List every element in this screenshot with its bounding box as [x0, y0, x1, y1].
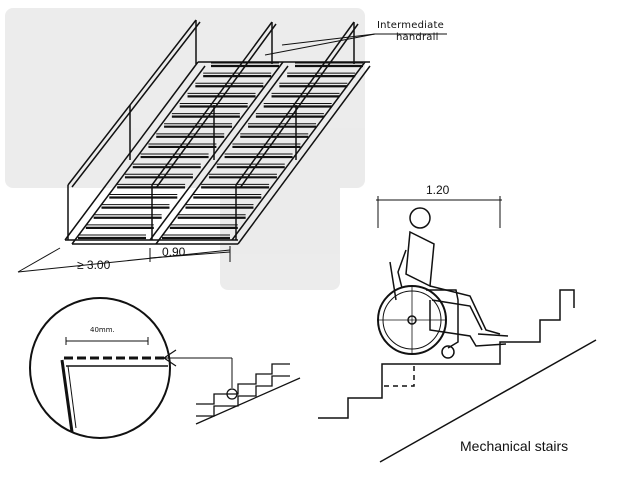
mechanical-stairs-caption: Mechanical stairs [460, 438, 569, 454]
right-flight-treads [162, 62, 363, 240]
staircase-with-handrails [17, 19, 447, 273]
landing-width-label: 1.20 [426, 183, 450, 197]
intermediate-handrail-label-line2: handrail [396, 32, 439, 43]
stair-width-minimum-label: ≥ 3.00 [77, 258, 111, 272]
intermediate-handrail-label-line1: Intermediate [377, 20, 444, 31]
small-stair-sketch [195, 363, 301, 425]
nosing-detail-circle [29, 297, 233, 439]
wheelchair-stair-lift [318, 196, 597, 463]
half-width-label: 0.90 [162, 245, 186, 259]
nosing-width-label: 40mm. [90, 326, 115, 334]
